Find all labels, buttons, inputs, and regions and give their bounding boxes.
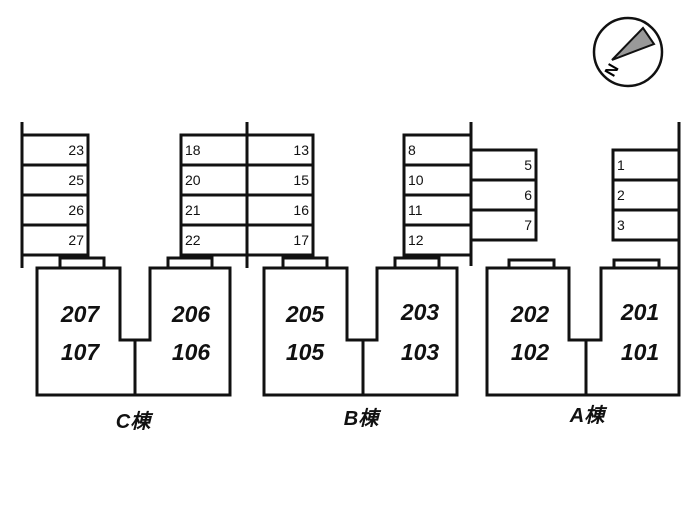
parking-group-c-mid_right: 13 15 16 17 — [245, 133, 315, 257]
parking-group-c-left: 23 25 26 27 — [20, 133, 90, 257]
building-label: C棟 — [116, 410, 154, 433]
unit-upper: 206 — [171, 301, 211, 327]
parking-space-number: 11 — [408, 202, 423, 218]
parking-space-number: 22 — [185, 232, 201, 248]
building-label: B棟 — [344, 407, 382, 430]
parking-space — [20, 223, 90, 257]
parking-space — [611, 148, 681, 182]
parking-space — [611, 208, 681, 242]
unit-lower: 106 — [172, 339, 211, 365]
parking-space-number: 12 — [408, 232, 424, 248]
parking-space-number: 20 — [185, 172, 201, 188]
parking-space — [20, 193, 90, 227]
parking-space-number: 18 — [185, 142, 201, 158]
compass: N — [592, 16, 664, 88]
unit-upper: 203 — [400, 299, 440, 325]
parking-space-number: 17 — [293, 232, 309, 248]
parking-space — [469, 208, 538, 242]
parking-space-number: 21 — [185, 202, 201, 218]
unit-upper: 205 — [285, 301, 326, 327]
unit-lower: 103 — [401, 339, 440, 365]
parking-space-number: 8 — [408, 142, 416, 158]
parking-space-number: 1 — [617, 157, 625, 173]
unit-upper: 202 — [510, 301, 550, 327]
parking-space-number: 13 — [293, 142, 309, 158]
parking-space-number: 6 — [524, 187, 532, 203]
parking-space-number: 26 — [68, 202, 84, 218]
parking-space-number: 23 — [68, 142, 84, 158]
parking-group-b-right: 5 6 7 — [469, 148, 538, 242]
parking-space-number: 2 — [617, 187, 625, 203]
parking-space — [245, 223, 315, 257]
parking-space-number: 15 — [293, 172, 309, 188]
unit-lower: 102 — [511, 339, 550, 365]
parking-group-a: 1 2 3 — [611, 148, 681, 242]
parking-space — [20, 133, 90, 167]
parking-space — [402, 193, 473, 227]
parking-space — [469, 178, 538, 212]
parking-space-number: 7 — [524, 217, 532, 233]
building-a: 202 102 201 101 A棟 — [485, 258, 681, 427]
parking-space-number: 16 — [293, 202, 309, 218]
unit-lower: 101 — [621, 339, 659, 365]
building-b: 205 105 203 103 B棟 — [262, 256, 459, 430]
building-c: 207 107 206 106 C棟 — [35, 256, 232, 433]
parking-group-c-mid_left: 18 20 21 22 — [179, 133, 249, 257]
parking-space-number: 27 — [68, 232, 84, 248]
parking-space-number: 25 — [68, 172, 84, 188]
unit-upper: 201 — [620, 299, 659, 325]
parking-space-number: 3 — [617, 217, 625, 233]
unit-lower: 105 — [286, 339, 326, 365]
parking-space — [20, 163, 90, 197]
unit-lower: 107 — [61, 339, 101, 365]
parking-space-number: 5 — [524, 157, 532, 173]
parking-space-number: 10 — [408, 172, 424, 188]
parking-group-b-left: 8 10 11 12 — [402, 133, 473, 257]
building-label: A棟 — [569, 404, 608, 427]
unit-upper: 207 — [60, 301, 101, 327]
